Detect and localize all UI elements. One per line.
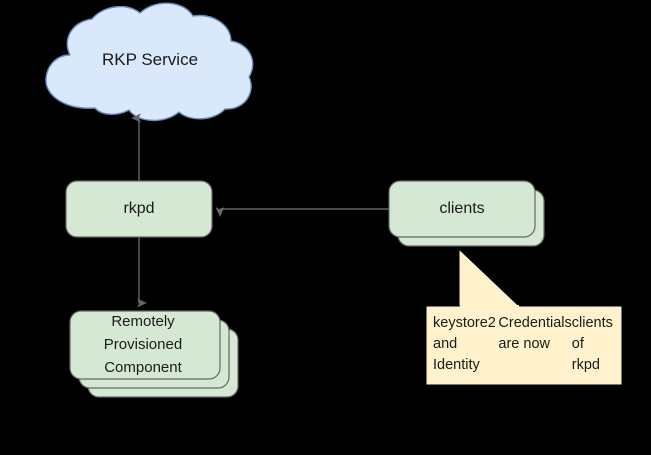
remotely-provisioned-component-stack-shape[interactable] xyxy=(69,310,239,398)
rkp-service-cloud-shape[interactable] xyxy=(45,2,254,122)
clients-stack-shape[interactable] xyxy=(388,180,545,247)
rkpd-box-shape[interactable] xyxy=(65,180,213,238)
callout-note-shape[interactable] xyxy=(425,247,623,386)
